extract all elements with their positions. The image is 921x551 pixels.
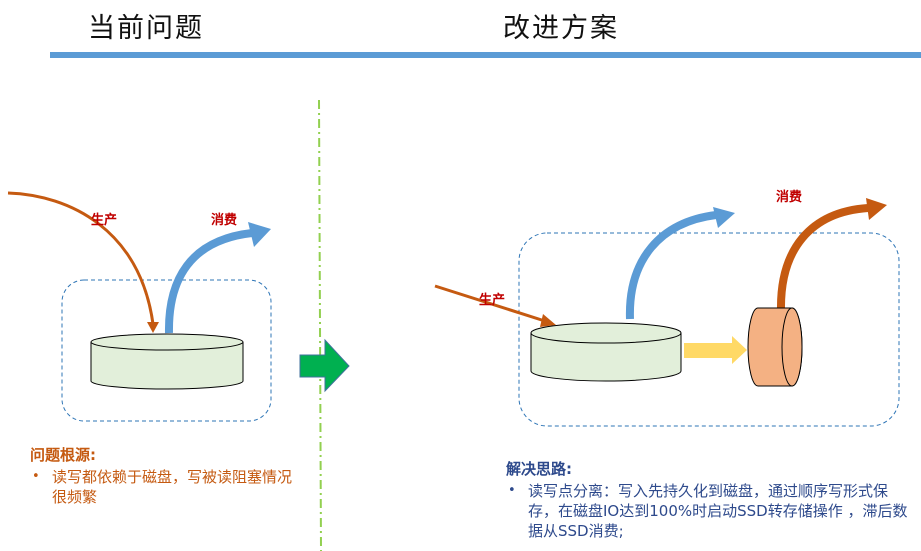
title-improvement-plan: 改进方案 xyxy=(503,13,619,44)
problem-root-cause-bullet: 读写都依赖于磁盘，写被读阻塞情况很频繁 xyxy=(32,467,300,507)
problem-root-cause-list: 读写都依赖于磁盘，写被读阻塞情况很频繁 xyxy=(30,467,300,507)
right-produce-label: 生产 xyxy=(479,292,505,308)
solution-approach-heading: 解决思路: xyxy=(506,460,572,478)
title-current-problem: 当前问题 xyxy=(88,13,204,44)
solution-approach-note: 解决思路: 读写点分离：写入先持久化到磁盘，通过顺序写形式保存，在磁盘IO达到1… xyxy=(506,458,916,541)
right-ssd-consume-arrow-icon xyxy=(776,198,887,311)
left-consume-arrow-icon xyxy=(164,222,271,334)
right-dashed-boundary xyxy=(518,232,900,427)
transition-right-arrow-icon xyxy=(299,338,350,393)
right-produce-arrow-icon xyxy=(434,284,556,327)
right-consume-label: 消费 xyxy=(776,189,802,205)
left-consume-label: 消费 xyxy=(211,212,237,228)
header-rule xyxy=(50,52,921,58)
ssd-cylinder-icon xyxy=(747,307,803,387)
right-disk-cylinder-icon xyxy=(530,322,682,382)
problem-root-cause-note: 问题根源: 读写都依赖于磁盘，写被读阻塞情况很频繁 xyxy=(30,444,300,507)
right-disk-consume-arrow-icon xyxy=(625,207,735,320)
left-produce-label: 生产 xyxy=(91,212,117,228)
solution-approach-bullet: 读写点分离：写入先持久化到磁盘，通过顺序写形式保存，在磁盘IO达到100%时启动… xyxy=(508,481,916,541)
transfer-arrow-icon xyxy=(684,336,747,364)
solution-approach-list: 读写点分离：写入先持久化到磁盘，通过顺序写形式保存，在磁盘IO达到100%时启动… xyxy=(506,481,916,541)
problem-root-cause-heading: 问题根源: xyxy=(30,446,96,464)
left-dashed-boundary xyxy=(61,279,272,422)
left-disk-cylinder-icon xyxy=(90,333,244,390)
left-produce-arrow-icon xyxy=(7,191,159,333)
section-divider xyxy=(318,99,322,551)
